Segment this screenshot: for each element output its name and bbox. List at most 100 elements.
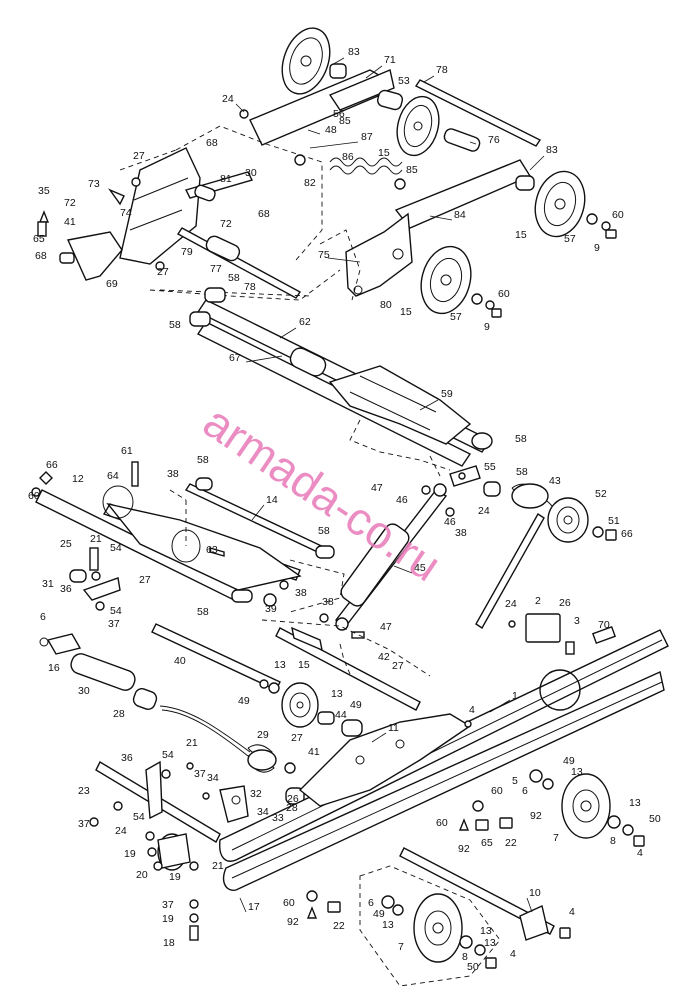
part-number-label: 21 [212,860,224,872]
part-number-label: 27 [291,732,303,744]
part-number-label: 9 [484,321,490,333]
part-number-label: 68 [206,137,218,149]
part-number-label: 70 [598,619,610,631]
part-number-label: 50 [649,813,661,825]
part-number-label: 21 [90,533,102,545]
part-number-label: 38 [322,596,334,608]
part-number-label: 4 [510,948,516,960]
part-number-label: 1 [512,690,518,702]
part-number-label: 58 [197,454,209,466]
part-number-label: 68 [35,250,47,262]
part-number-label: 69 [106,278,118,290]
part-number-label: 60 [612,209,624,221]
part-number-label: 68 [258,208,270,220]
part-number-label: 82 [304,177,316,189]
part-number-label: 92 [458,843,470,855]
part-number-label: 34 [257,806,269,818]
part-number-label: 64 [107,470,119,482]
part-number-label: 37 [78,818,90,830]
part-number-label: 39 [265,603,277,615]
part-number-label: 15 [400,306,412,318]
part-number-label: 26 [287,793,299,805]
part-number-label: 65 [481,837,493,849]
rear-spring [89,705,305,941]
part-number-label: 78 [244,281,256,293]
part-number-label: 67 [229,352,241,364]
part-number-label: 37 [108,618,120,630]
part-number-label: 22 [333,920,345,932]
part-number-label: 41 [64,216,76,228]
part-number-label: 14 [266,494,278,506]
part-number-label: 58 [515,433,527,445]
part-number-label: 24 [222,93,234,105]
part-number-label: 92 [530,810,542,822]
part-number-label: 5 [512,775,518,787]
part-number-label: 19 [124,848,136,860]
part-number-label: 2 [535,595,541,607]
part-number-label: 9 [594,242,600,254]
part-number-label: 76 [488,134,500,146]
part-number-label: 42 [378,651,390,663]
part-number-label: 86 [342,151,354,163]
shock-and-spring [334,455,617,631]
part-number-label: 83 [348,46,360,58]
part-number-label: 21 [186,737,198,749]
part-number-label: 35 [38,185,50,197]
part-number-label: 15 [298,659,310,671]
part-number-label: 24 [115,825,127,837]
part-number-label: 4 [469,704,475,716]
part-number-label: 54 [110,605,122,617]
part-number-label: 19 [162,913,174,925]
part-number-label: 6 [368,897,374,909]
part-number-label: 28 [286,802,298,814]
part-number-label: 54 [162,749,174,761]
part-number-label: 27 [392,660,404,672]
part-number-label: 16 [48,662,60,674]
part-number-label: 15 [378,147,390,159]
part-number-label: 40 [174,655,186,667]
part-number-label: 75 [318,249,330,261]
part-number-label: 33 [272,812,284,824]
part-number-label: 49 [563,755,575,767]
part-number-label: 23 [78,785,90,797]
part-number-label: 4 [569,906,575,918]
part-number-label: 13 [382,919,394,931]
part-number-label: 58 [197,606,209,618]
part-number-label: 66 [621,528,633,540]
part-number-label: 27 [157,266,169,278]
part-number-label: 53 [398,75,410,87]
part-number-label: 60 [283,897,295,909]
part-number-label: 17 [248,901,260,913]
part-number-label: 49 [350,699,362,711]
part-number-label: 58 [516,466,528,478]
part-number-label: 49 [238,695,250,707]
part-number-label: 24 [505,598,517,610]
part-number-label: 84 [454,209,466,221]
part-number-label: 20 [136,869,148,881]
slide-rails [219,613,669,891]
part-number-label: 10 [529,887,541,899]
part-number-label: 57 [450,311,462,323]
part-number-label: 27 [139,574,151,586]
part-number-label: 30 [245,167,257,179]
lower-shafts [39,613,431,737]
part-number-label: 63 [206,544,218,556]
part-number-label: 11 [388,722,399,734]
part-number-label: 73 [88,178,100,190]
part-number-label: 51 [608,515,620,527]
part-number-label: 60 [491,785,503,797]
front-arm-assembly [37,27,617,318]
part-number-label: 46 [396,494,408,506]
part-number-label: 62 [299,316,311,328]
part-number-label: 31 [42,578,54,590]
part-number-label: 49 [373,908,385,920]
rear-idler-wheels [306,769,645,987]
part-number-label: 87 [361,131,373,143]
part-number-label: 29 [257,729,269,741]
part-number-label: 13 [484,937,496,949]
part-number-label: 54 [133,811,145,823]
part-number-label: 52 [595,488,607,500]
part-number-label: 12 [72,473,84,485]
